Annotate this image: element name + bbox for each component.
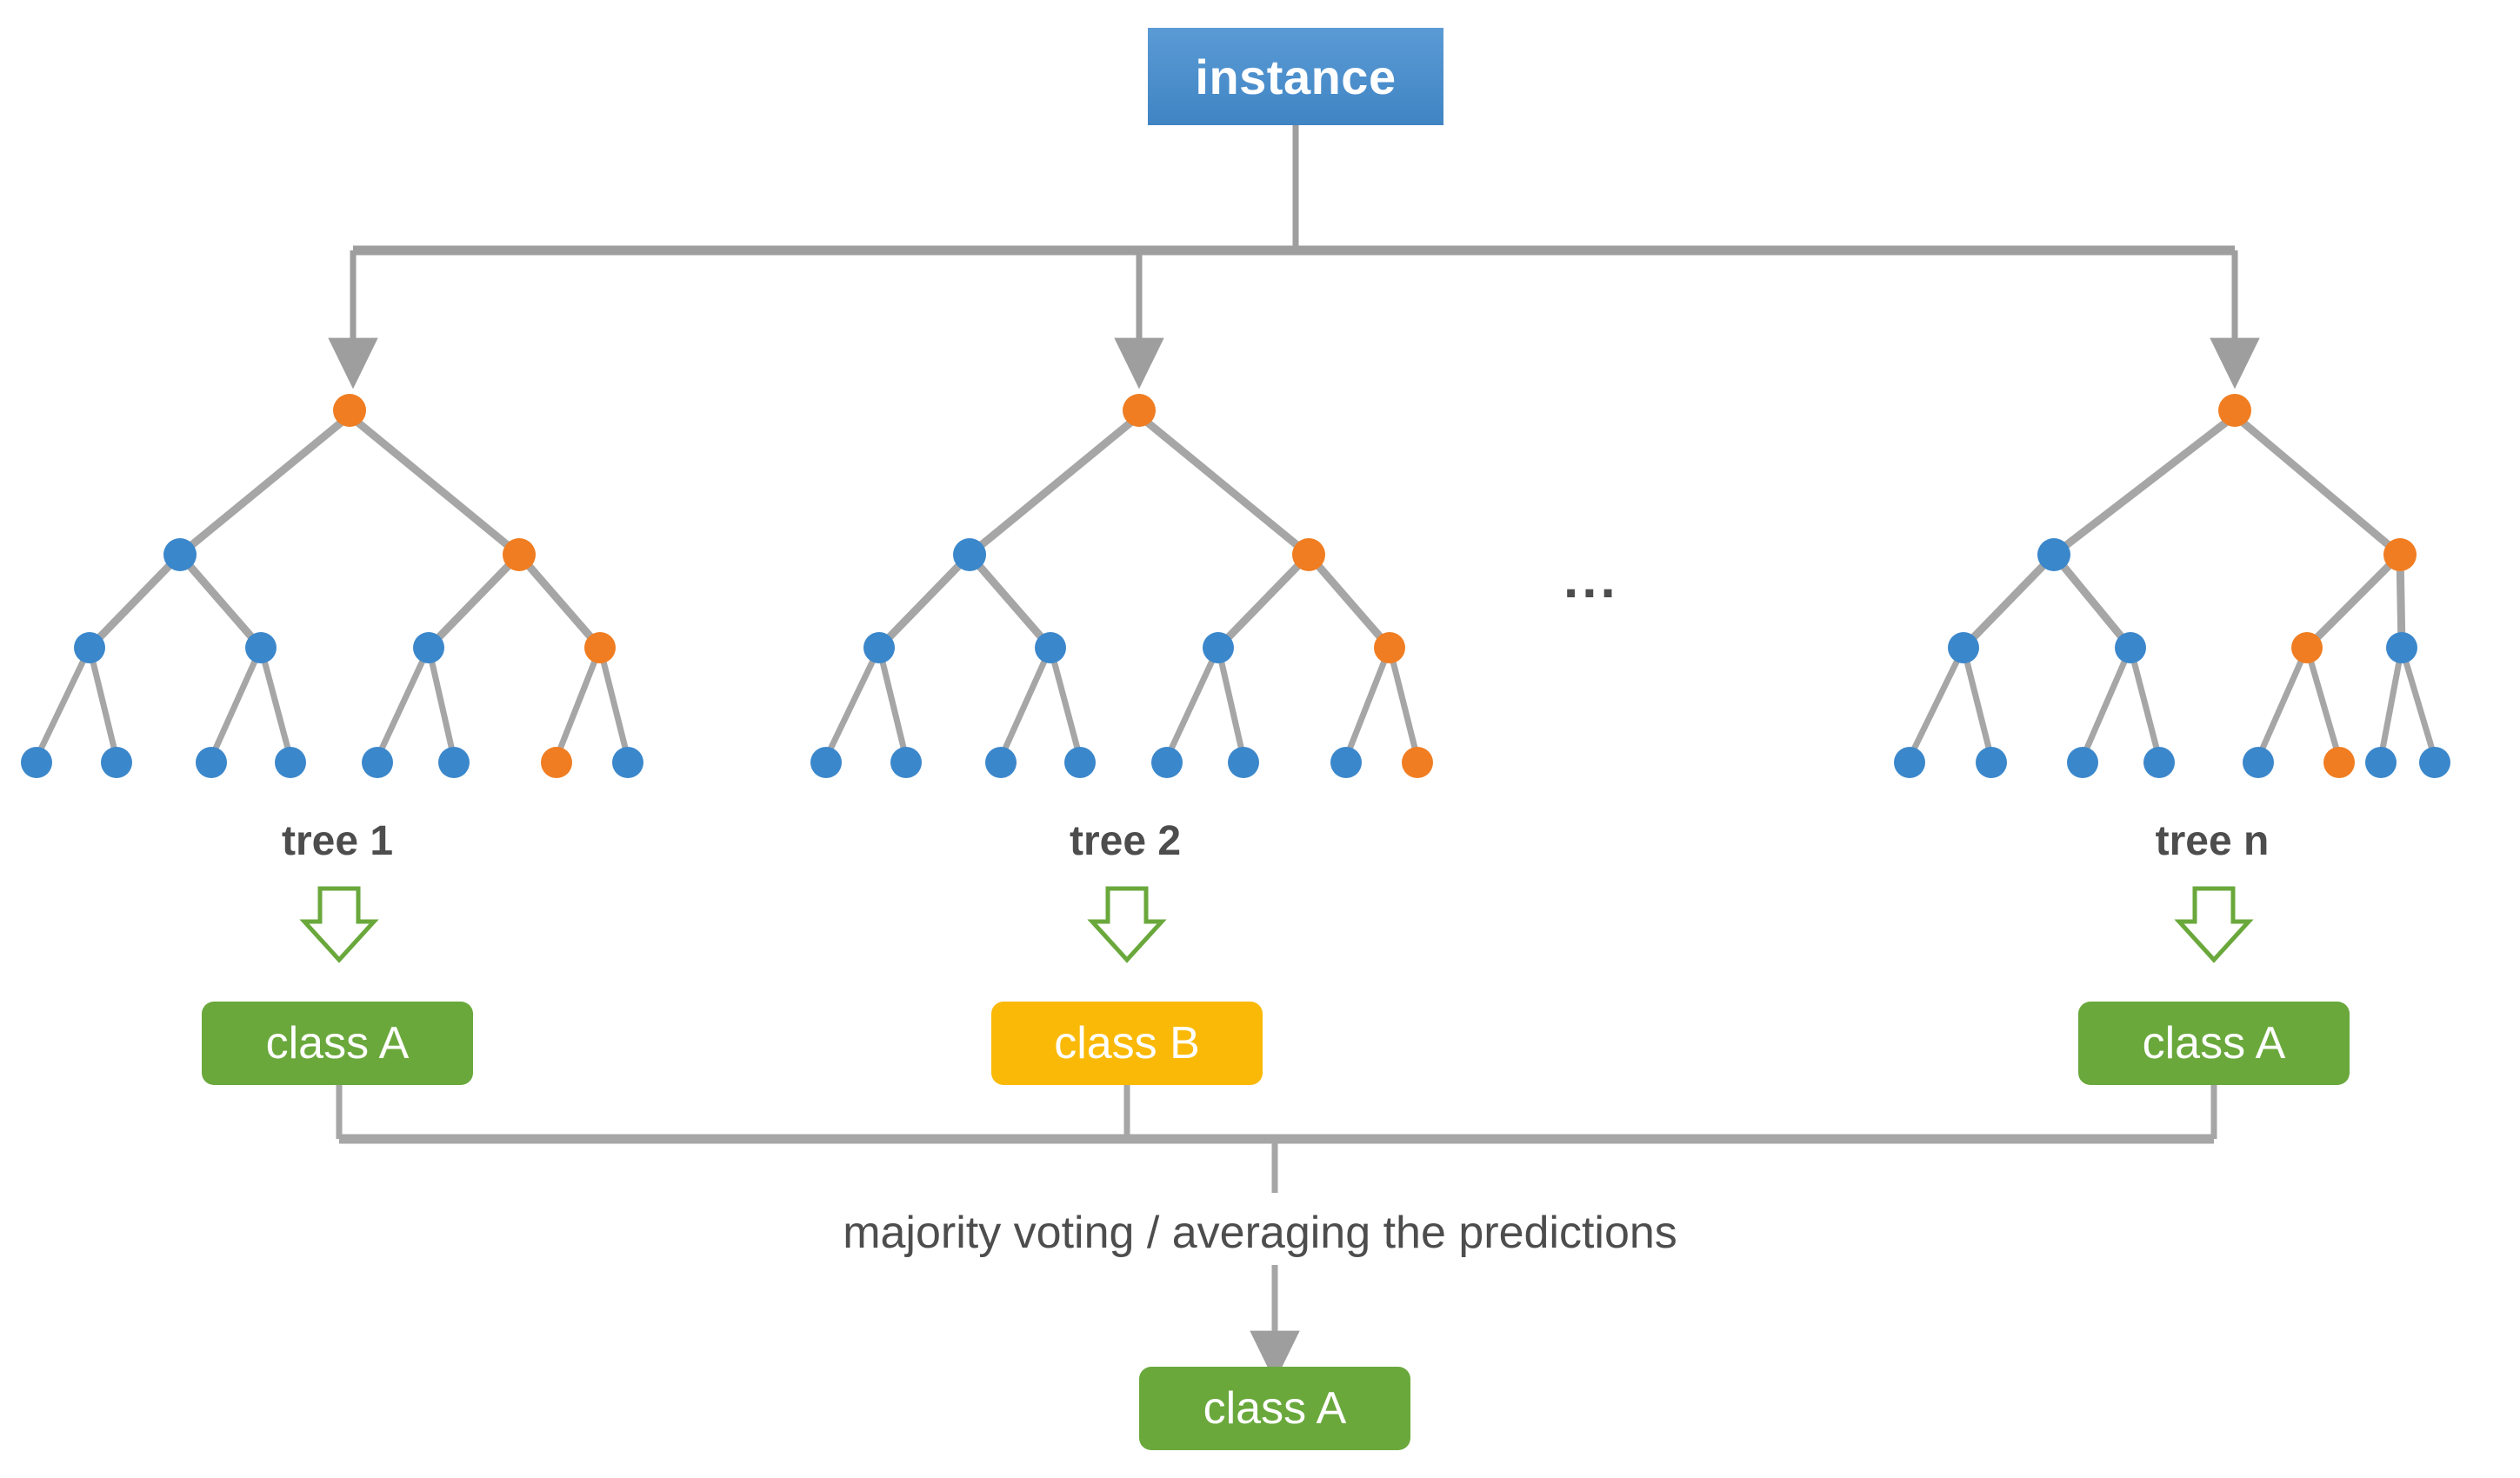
instance-node[interactable]: instance (1148, 28, 1443, 125)
tree-1-leaf-2 (101, 747, 132, 778)
tree-n-leaf-6 (2323, 747, 2355, 778)
final-prediction-box[interactable]: class A (1139, 1367, 1410, 1450)
tree-1-leaf-1 (21, 747, 52, 778)
tree-2-node-l2-2 (1292, 538, 1325, 571)
tree-1-leaf-8 (612, 747, 643, 778)
tree-1-leaf-3 (196, 747, 227, 778)
tree-n-leaf-8 (2419, 747, 2450, 778)
tree-1-node-l2-2 (503, 538, 536, 571)
tree-1-node-l3-2 (245, 632, 277, 663)
tree-n-leaf-4 (2143, 747, 2175, 778)
tree-2-node-l3-1 (863, 632, 895, 663)
tree-2-leaf-3 (985, 747, 1017, 778)
tree-2-node-root (1123, 394, 1156, 427)
block-arrow-group (299, 886, 2254, 963)
trees-ellipsis: ... (1563, 549, 1619, 609)
tree-1-node-l3-4 (584, 632, 616, 663)
tree-2-prediction-box[interactable]: class B (991, 1002, 1263, 1085)
tree-2-leaf-6 (1228, 747, 1259, 778)
tree-n-node-l3-2 (2115, 632, 2146, 663)
tree-1-node-l3-1 (74, 632, 105, 663)
tree-n-label: tree n (2155, 818, 2270, 864)
tree-n-leaf-edges (1906, 644, 2438, 762)
tree-n-node-l3-1 (1948, 632, 1979, 663)
tree-1-nodes (21, 394, 643, 778)
tree-1-leaf-4 (275, 747, 306, 778)
tree-n-nodes (1894, 394, 2450, 778)
tree-2-node-l2-1 (953, 538, 986, 571)
tree-n-prediction-box[interactable]: class A (2078, 1002, 2350, 1085)
tree-n-leaf-7 (2365, 747, 2397, 778)
tree-n-node-l2-1 (2037, 538, 2070, 571)
tree-1-leaf-5 (362, 747, 393, 778)
instance-fanout (328, 125, 2260, 389)
tree-1-node-l2-1 (163, 538, 197, 571)
tree-2-node-l3-3 (1203, 632, 1234, 663)
tree-1-leaf-edges (33, 644, 631, 762)
tree-n-node-root (2218, 394, 2251, 427)
tree-1-edges (85, 411, 604, 652)
voting-bus (336, 1085, 2217, 1382)
tree-n-edges (1959, 411, 2406, 652)
tree-2-label: tree 2 (1069, 818, 1182, 864)
tree-2-leaf-4 (1064, 747, 1096, 778)
tree-n-node-l3-4 (2386, 632, 2417, 663)
tree-2-edges (875, 411, 1394, 652)
block-arrow-tree-2 (1087, 886, 1167, 963)
tree-1-node-root (333, 394, 366, 427)
tree-2-leaf-1 (810, 747, 842, 778)
tree-2-leaf-7 (1330, 747, 1362, 778)
tree-2-node-l3-4 (1374, 632, 1405, 663)
tree-n-leaf-3 (2067, 747, 2098, 778)
tree-2-leaf-8 (1402, 747, 1433, 778)
tree-1-leaf-6 (438, 747, 470, 778)
block-arrow-tree-n (2174, 886, 2254, 963)
tree-2-nodes (810, 394, 1433, 778)
tree-n-node-l3-3 (2291, 632, 2323, 663)
tree-n-leaf-2 (1976, 747, 2007, 778)
tree-n-leaf-1 (1894, 747, 1925, 778)
tree-1-prediction-box[interactable]: class A (202, 1002, 473, 1085)
tree-2-node-l3-2 (1035, 632, 1066, 663)
tree-1-leaf-7 (541, 747, 572, 778)
voting-method-label: majority voting / averaging the predicti… (843, 1208, 1677, 1258)
tree-1-node-l3-3 (413, 632, 444, 663)
block-arrow-tree-1 (299, 886, 379, 963)
tree-2-leaf-5 (1151, 747, 1183, 778)
tree-2-leaf-edges (823, 644, 1421, 762)
tree-n-leaf-5 (2243, 747, 2274, 778)
tree-n-node-l2-2 (2383, 538, 2417, 571)
tree-2-leaf-2 (890, 747, 922, 778)
tree-1-label: tree 1 (281, 818, 394, 864)
